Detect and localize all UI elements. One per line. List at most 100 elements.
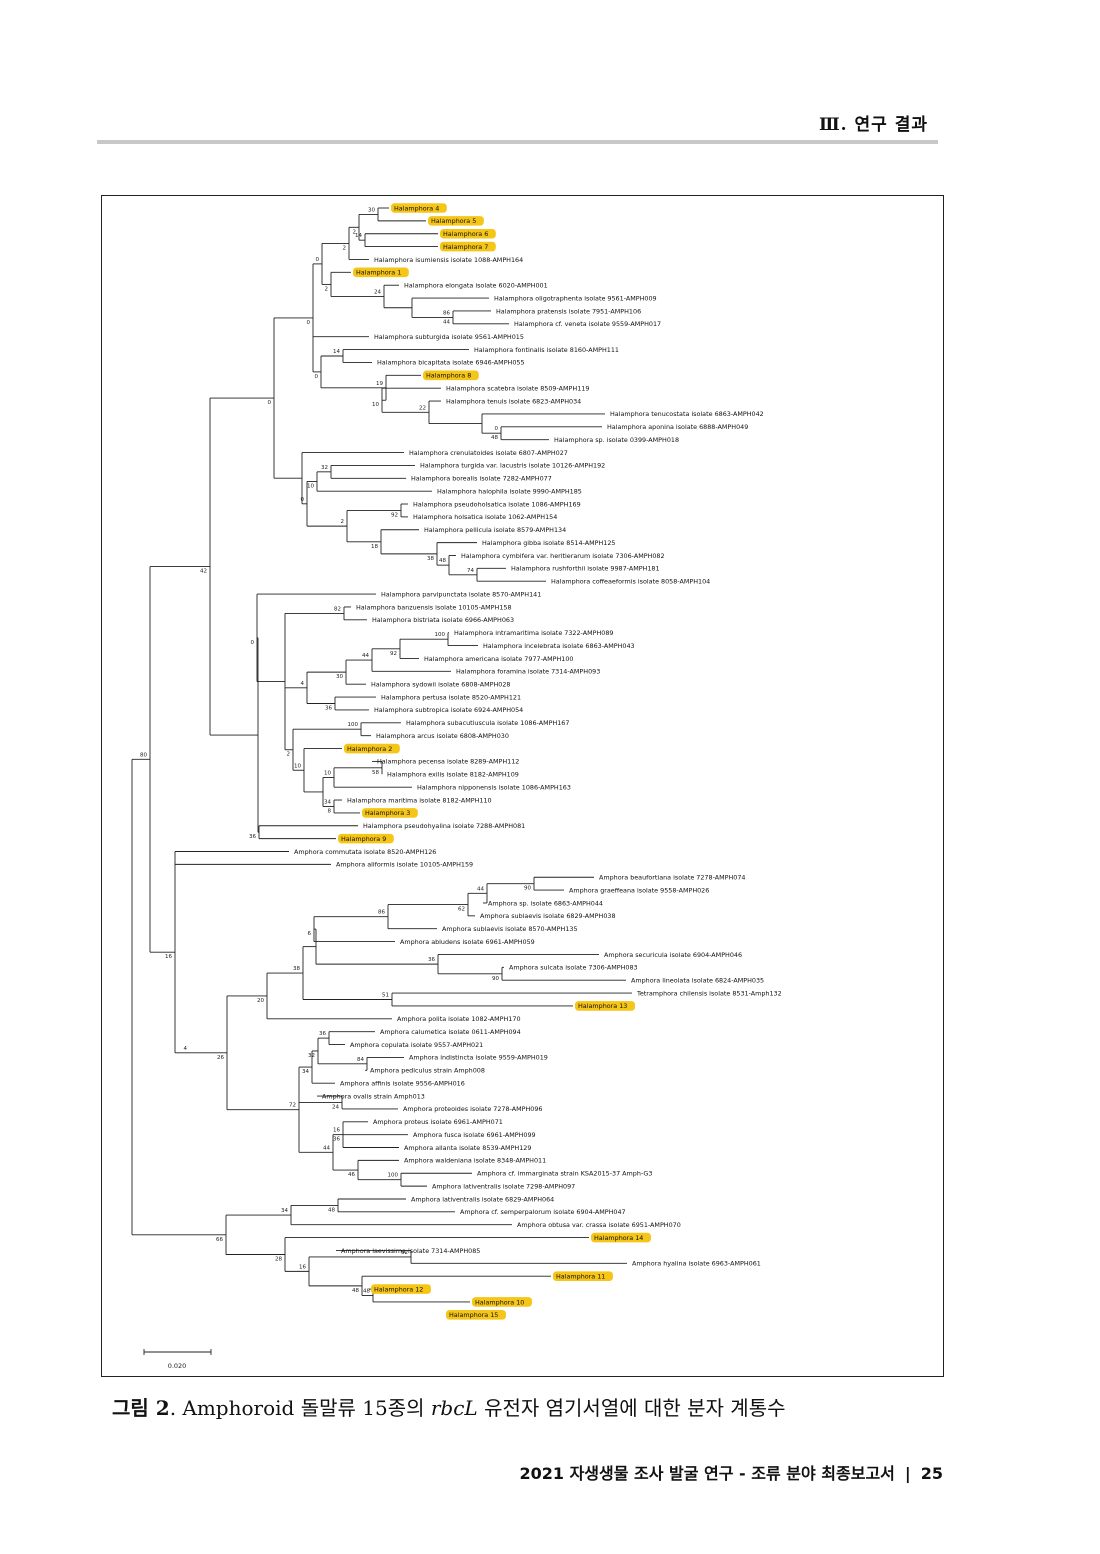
bootstrap-value: 48 <box>491 435 498 441</box>
taxon-label: Halamphora americana isolate 7977-AMPH10… <box>424 655 573 663</box>
taxon-label: Amphora lativentralis isolate 7298-AMPH0… <box>432 1182 575 1190</box>
bootstrap-value: 19 <box>376 381 383 387</box>
taxon-label: Halamphora 14 <box>594 1234 643 1242</box>
taxon-label: Halamphora rushforthii isolate 9987-AMPH… <box>511 565 660 573</box>
bootstrap-value: 44 <box>323 1145 330 1151</box>
bootstrap-value: 86 <box>443 310 450 316</box>
bootstrap-value: 82 <box>334 606 341 612</box>
taxon-label: Amphora laevissima isolate 7314-AMPH085 <box>341 1247 480 1255</box>
taxon-label: Amphora sulcata isolate 7306-AMPH083 <box>509 964 638 972</box>
tree-layer: 3021420224448601401910224800321009221848… <box>131 203 782 1370</box>
bootstrap-value: 44 <box>362 653 369 659</box>
taxon-label: Halamphora pseudoholsatica isolate 1086-… <box>413 500 581 508</box>
bootstrap-value: 92 <box>391 512 398 518</box>
taxon-label: Halamphora isumiensis isolate 1088-AMPH1… <box>374 256 523 264</box>
highlight-marker <box>338 833 394 844</box>
bootstrap-value: 0 <box>301 497 305 503</box>
bootstrap-value: 0 <box>316 257 320 263</box>
bootstrap-value: 36 <box>325 705 332 711</box>
bootstrap-value: 100 <box>388 1173 399 1179</box>
bootstrap-value: 26 <box>217 1055 224 1061</box>
taxon-label: Amphora affinis isolate 9556-AMPH016 <box>340 1079 465 1087</box>
figure-caption: 그림 2. Amphoroid 돌말류 15종의 rbcL 유전자 염기서열에 … <box>112 1392 786 1421</box>
highlight-marker <box>362 808 418 818</box>
bootstrap-value: 52 <box>401 1250 408 1256</box>
highlight-marker <box>440 228 496 239</box>
bootstrap-value: 10 <box>324 770 331 776</box>
highlight-marker <box>344 743 400 754</box>
taxon-label: Amphora securicula isolate 6904-AMPH046 <box>604 951 742 959</box>
taxon-label: Halamphora subacutiuscula isolate 1086-A… <box>406 719 569 727</box>
taxon-label: Amphora calumetica isolate 0611-AMPH094 <box>380 1028 521 1036</box>
bootstrap-value: 38 <box>293 966 300 972</box>
taxon-label: Halamphora 15 <box>449 1311 498 1319</box>
footer-separator: | <box>904 1464 911 1483</box>
taxon-label: Halamphora 9 <box>341 835 386 843</box>
taxon-label: Halamphora crenulatoides isolate 6807-AM… <box>409 449 568 457</box>
taxon-label: Amphora sp. isolate 6863-AMPH044 <box>488 899 603 907</box>
taxon-label: Halamphora pseudohyalina isolate 7288-AM… <box>363 822 525 830</box>
taxon-label: Amphora waldeniana isolate 8348-AMPH011 <box>404 1157 546 1165</box>
bootstrap-value: 2 <box>287 752 291 758</box>
taxon-label: Tetramphora chilensis isolate 8531-Amph1… <box>636 989 782 997</box>
bootstrap-value: 22 <box>419 405 426 411</box>
taxon-label: Halamphora 11 <box>556 1273 605 1281</box>
bootstrap-value: 4 <box>301 681 305 687</box>
bootstrap-value: 46 <box>348 1172 355 1178</box>
bootstrap-value: 36 <box>249 834 256 840</box>
taxon-label: Halamphora incelebrata isolate 6863-AMPH… <box>483 642 635 650</box>
taxon-label: Amphora cf. immarginata strain KSA2015-3… <box>477 1170 652 1178</box>
page-number: 25 <box>920 1464 943 1483</box>
scale-label: 0.020 <box>168 1362 187 1370</box>
taxon-label: Halamphora parvipunctata isolate 8570-AM… <box>381 590 541 598</box>
taxon-label: Amphora sublaevis isolate 6829-AMPH038 <box>480 912 616 920</box>
bootstrap-value: 34 <box>324 799 331 805</box>
taxon-label: Halamphora elongata isolate 6020-AMPH001 <box>404 282 548 290</box>
bootstrap-value: 16 <box>165 954 172 960</box>
bootstrap-value: 92 <box>390 651 397 657</box>
highlight-marker <box>423 370 479 381</box>
taxon-label: Halamphora pertusa isolate 8520-AMPH121 <box>381 693 521 701</box>
taxon-label: Halamphora foramina isolate 7314-AMPH093 <box>456 668 600 676</box>
taxon-label: Amphora proteus isolate 6961-AMPH071 <box>373 1118 503 1126</box>
bootstrap-value: 58 <box>372 770 379 776</box>
bootstrap-value: 84 <box>357 1057 364 1063</box>
bootstrap-value: 48 <box>439 558 446 564</box>
taxon-label: Amphora graeffeana isolate 9558-AMPH026 <box>569 886 709 894</box>
taxon-label: Halamphora fontinalis isolate 8160-AMPH1… <box>474 346 619 354</box>
taxon-label: Halamphora 6 <box>443 230 488 238</box>
taxon-label: Halamphora subturgida isolate 9561-AMPH0… <box>374 333 524 341</box>
caption-text-1: . Amphoroid 돌말류 15종의 <box>169 1396 431 1420</box>
taxon-label: Halamphora pecensa isolate 8289-AMPH112 <box>377 758 519 766</box>
taxon-label: Halamphora 8 <box>426 372 471 380</box>
bootstrap-value: 8 <box>328 808 332 814</box>
taxon-label: Halamphora 5 <box>431 217 476 225</box>
bootstrap-value: 36 <box>428 957 435 963</box>
bootstrap-value: 16 <box>333 1128 340 1134</box>
bootstrap-value: 4 <box>184 1046 188 1052</box>
taxon-label: Halamphora tenucostata isolate 6863-AMPH… <box>610 410 764 418</box>
highlight-marker <box>391 203 447 213</box>
taxon-label: Halamphora turgida var. lacustris isolat… <box>420 462 605 470</box>
phylogenetic-tree: 3021420224448601401910224800321009221848… <box>131 203 782 1370</box>
bootstrap-value: 72 <box>289 1103 296 1109</box>
taxon-label: Halamphora 7 <box>443 243 488 251</box>
highlight-marker <box>446 1310 506 1320</box>
taxon-label: Halamphora exilis isolate 8182-AMPH109 <box>387 771 519 779</box>
taxon-label: Halamphora pratensis isolate 7951-AMPH10… <box>496 307 641 315</box>
bootstrap-value: 0 <box>268 400 272 406</box>
taxon-label: Halamphora 10 <box>475 1298 524 1306</box>
taxon-label: Halamphora banzuensis isolate 10105-AMPH… <box>356 603 512 611</box>
taxon-label: Halamphora subtropica isolate 6924-AMPH0… <box>374 706 523 714</box>
taxon-label: Halamphora cymbifera var. heritierarum i… <box>461 552 665 560</box>
taxon-label: Amphora polita isolate 1082-AMPH170 <box>397 1015 521 1023</box>
bootstrap-value: 34 <box>302 1069 309 1075</box>
highlight-marker <box>472 1297 532 1307</box>
taxon-label: Amphora abludens isolate 6961-AMPH059 <box>400 938 535 946</box>
bootstrap-value: 80 <box>140 752 147 758</box>
bootstrap-value: 20 <box>257 998 264 1004</box>
bootstrap-value: 66 <box>216 1237 223 1243</box>
gene-name: rbcL <box>430 1396 478 1420</box>
highlight-marker <box>591 1232 651 1243</box>
bootstrap-value: 100 <box>435 632 446 638</box>
